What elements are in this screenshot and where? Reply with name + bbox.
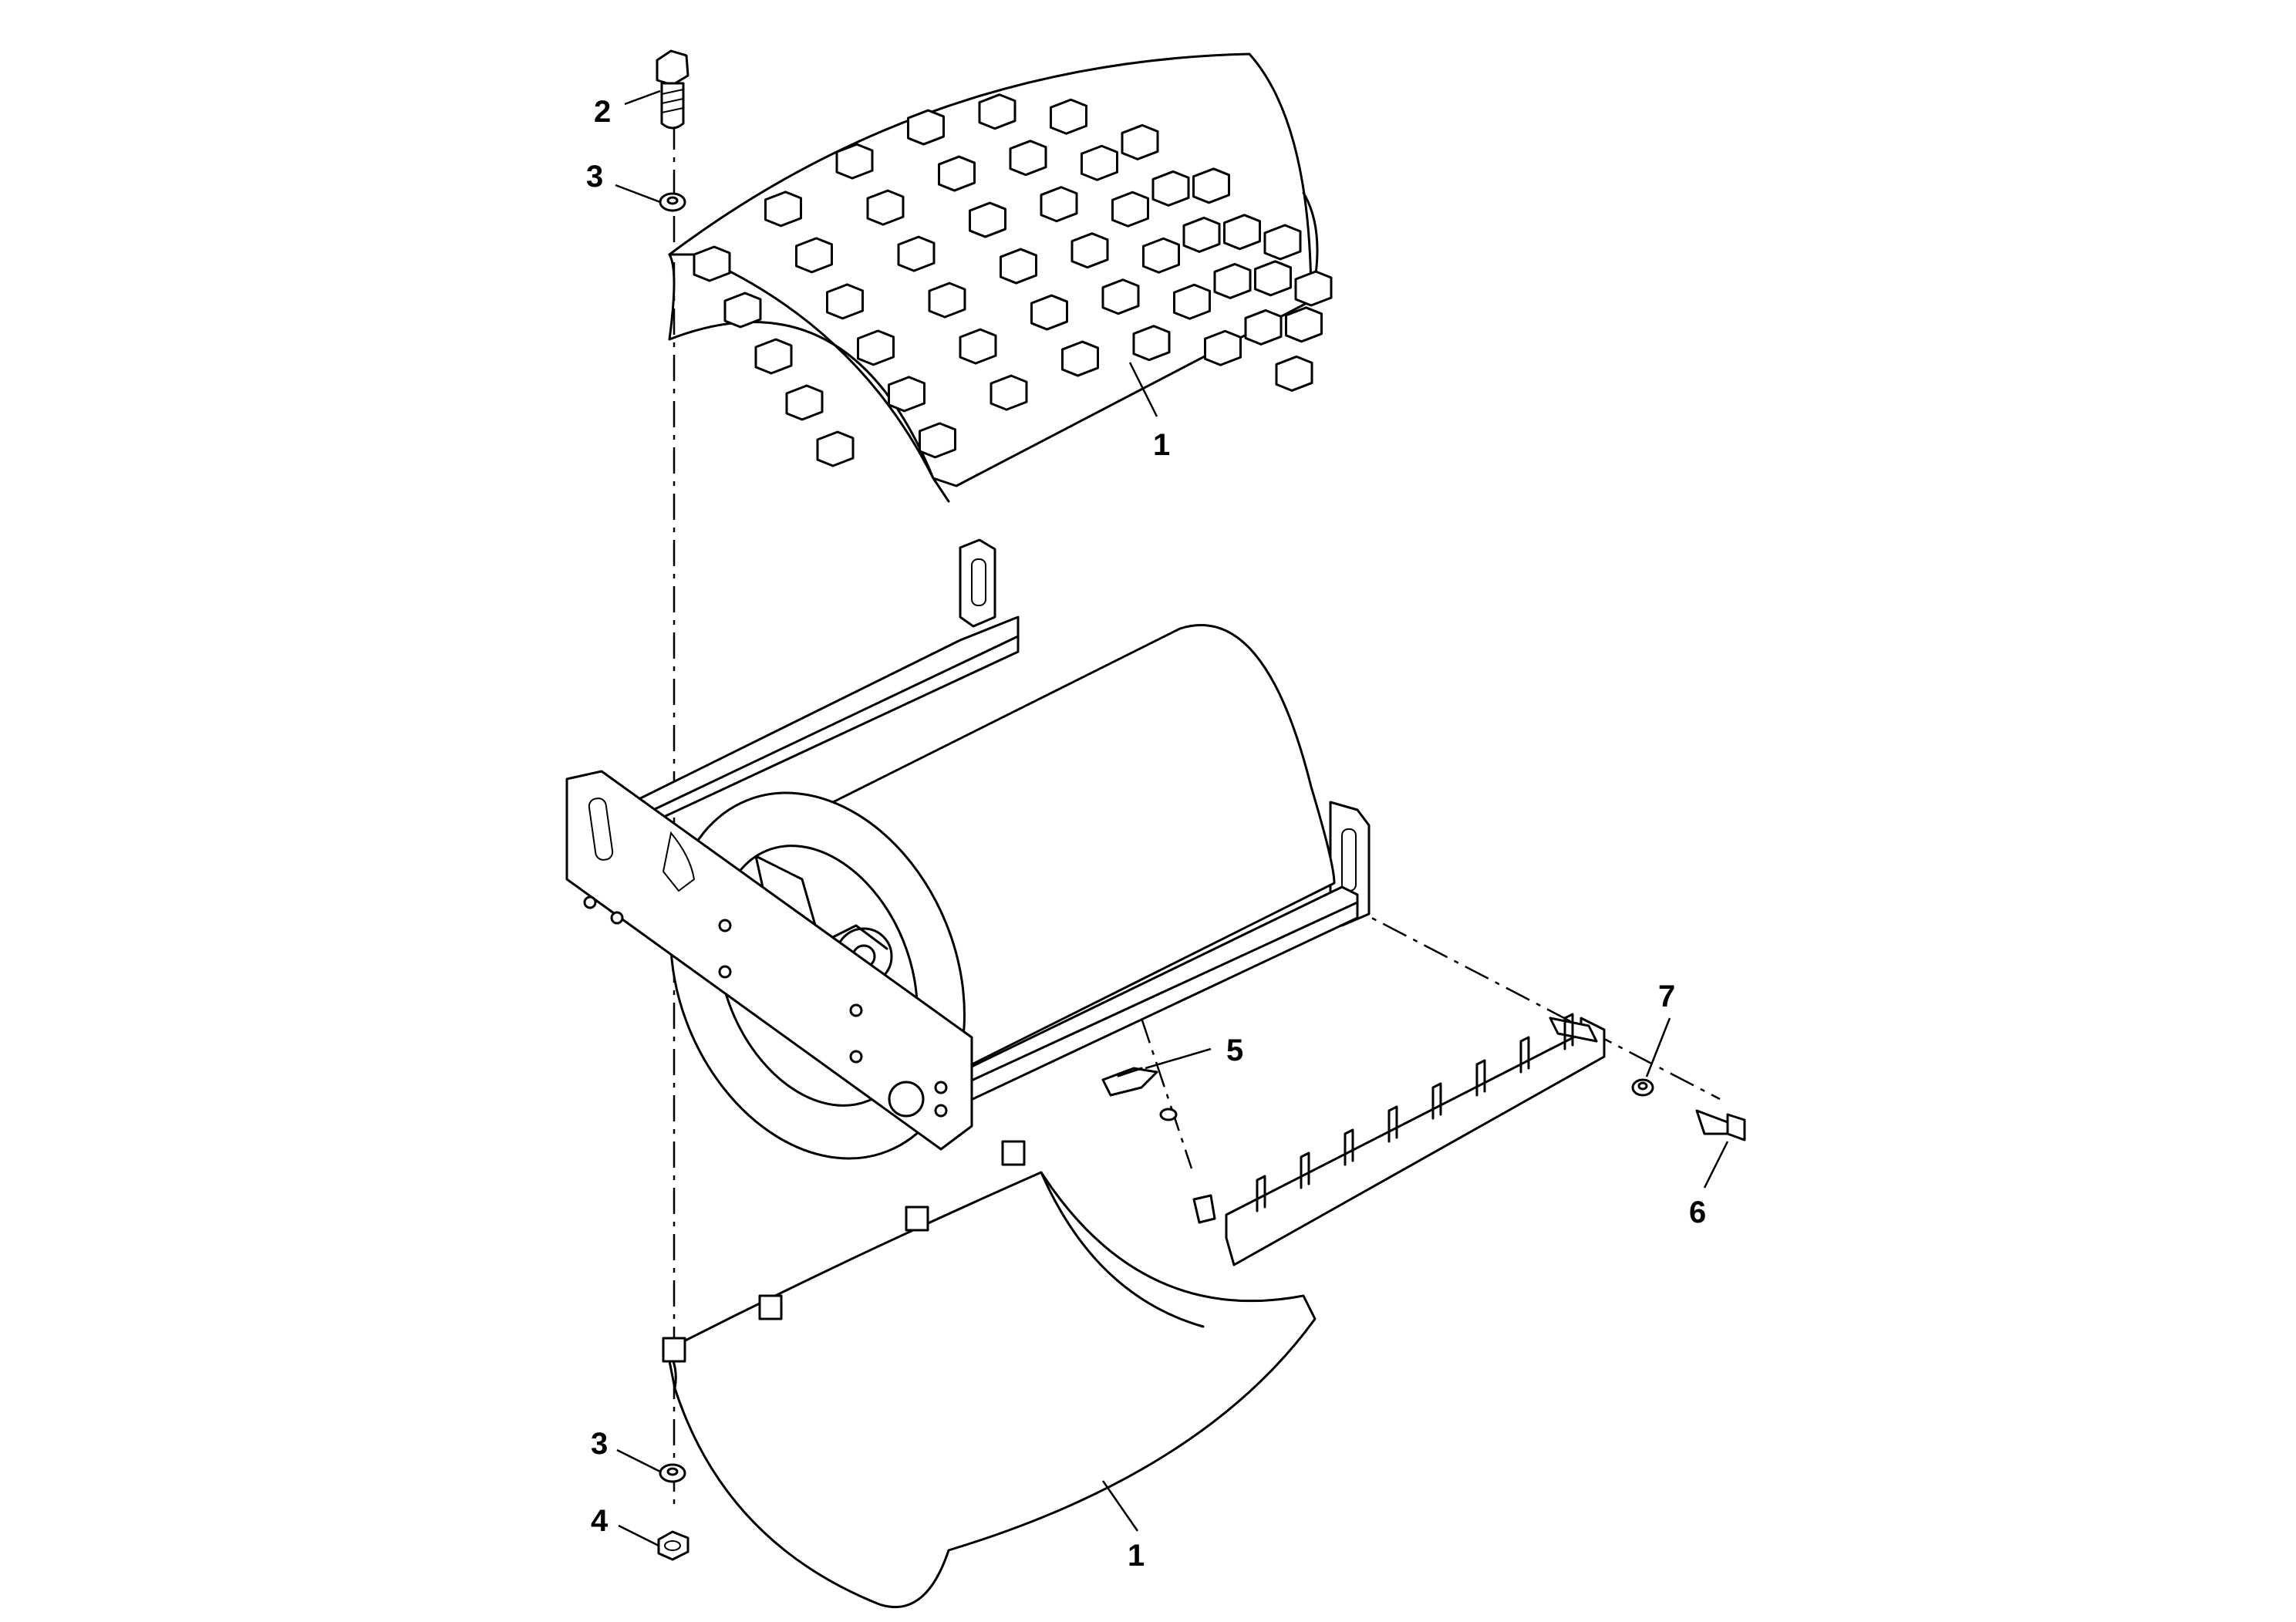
padfoot-lug	[1192, 167, 1230, 204]
padfoot-lug	[888, 376, 925, 413]
padfoot-lug	[1101, 278, 1140, 315]
bolt-right	[1695, 1109, 1746, 1141]
callout-1-top: 1	[1153, 428, 1170, 462]
leader-1-bottom	[1101, 1480, 1139, 1532]
scraper-tooth	[1563, 1013, 1574, 1050]
washer-bottom	[659, 1463, 686, 1483]
padfoot-lug	[1213, 262, 1252, 299]
padfoot-lug	[978, 93, 1017, 130]
scraper-clip	[1101, 1067, 1216, 1224]
padfoot-lug	[785, 384, 824, 421]
leader-5	[1145, 1047, 1212, 1070]
scraper-tooth	[1344, 1128, 1354, 1166]
callout-5: 5	[1226, 1034, 1243, 1067]
callout-4: 4	[591, 1504, 609, 1538]
padfoot-lug	[1285, 306, 1323, 343]
callout-7: 7	[1658, 980, 1675, 1013]
padfoot-lug	[1182, 216, 1221, 253]
padfoot-lug	[969, 201, 1006, 238]
nut-bottom	[657, 1530, 689, 1561]
padfoot-lug	[1173, 283, 1211, 320]
padfoot-lug	[1204, 329, 1242, 366]
horizontal-center-line	[1341, 901, 1721, 1101]
padfoot-lug	[1081, 144, 1118, 181]
washer-right	[1631, 1078, 1654, 1097]
upper-shell-pads	[693, 93, 1333, 467]
leader-1-top	[1128, 362, 1158, 417]
padfoot-lug	[866, 189, 905, 226]
padfoot-lug	[928, 282, 966, 319]
padfoot-lug	[826, 283, 864, 320]
padfoot-lug	[1151, 170, 1190, 207]
scraper-tooth	[1475, 1059, 1486, 1097]
padfoot-lug	[1061, 340, 1099, 377]
leader-3-top	[615, 184, 661, 204]
scraper-teeth	[1256, 1013, 1574, 1212]
leader-4	[618, 1524, 659, 1547]
padfoot-lug	[754, 338, 793, 375]
padfoot-lug	[723, 292, 762, 329]
padfoot-lug	[1030, 294, 1068, 331]
padfoot-lug	[1070, 232, 1109, 269]
padfoot-lug	[897, 235, 936, 272]
callout-1-bottom: 1	[1128, 1539, 1145, 1573]
padfoot-lug	[907, 109, 945, 146]
padfoot-lug	[1294, 270, 1333, 307]
padfoot-lug	[1254, 260, 1292, 297]
leader-7	[1645, 1017, 1671, 1077]
padfoot-lug	[1111, 191, 1149, 228]
padfoot-lug	[835, 143, 874, 180]
padfoot-lug	[857, 329, 895, 366]
callout-3-bottom: 3	[591, 1427, 608, 1461]
padfoot-lug	[1223, 214, 1261, 251]
padfoot-lug	[1244, 309, 1283, 346]
callout-2: 2	[594, 95, 611, 129]
padfoot-lug	[1040, 186, 1078, 223]
padfoot-lug	[919, 422, 956, 459]
padfoot-lug	[816, 430, 855, 467]
padfoot-lug	[1121, 123, 1159, 160]
scraper-tooth	[1256, 1175, 1266, 1212]
padfoot-lug	[1142, 237, 1180, 274]
padfoot-lug	[1000, 248, 1037, 285]
lower-padfoot-shell	[662, 1140, 1317, 1609]
callout-6: 6	[1689, 1195, 1706, 1229]
callout-3-top: 3	[586, 160, 603, 194]
padfoot-lug	[1275, 355, 1313, 392]
scraper-bar	[1225, 1017, 1606, 1266]
padfoot-lug	[1050, 98, 1087, 135]
padfoot-lug	[1009, 140, 1047, 177]
padfoot-lug	[1263, 224, 1302, 261]
padfoot-lug	[795, 237, 833, 274]
upper-padfoot-shell	[668, 52, 1333, 503]
padfoot-lug	[990, 374, 1028, 411]
padfoot-lug	[959, 328, 997, 365]
scraper-tooth	[1519, 1036, 1530, 1074]
bolt-top	[656, 49, 689, 130]
scraper-tooth	[1300, 1152, 1310, 1189]
leader-2	[624, 89, 661, 106]
washer-top	[659, 192, 686, 212]
scraper-center-line	[1140, 1017, 1193, 1169]
leader-3-bottom	[616, 1448, 661, 1473]
drum-frame	[565, 538, 1371, 1160]
padfoot-lug	[693, 245, 731, 282]
scraper-tooth	[1431, 1082, 1442, 1120]
padfoot-lug	[938, 155, 976, 192]
scraper-tooth	[1387, 1105, 1398, 1143]
padfoot-lug	[764, 191, 802, 228]
padfoot-lug	[1132, 325, 1171, 362]
leader-6	[1703, 1141, 1729, 1189]
